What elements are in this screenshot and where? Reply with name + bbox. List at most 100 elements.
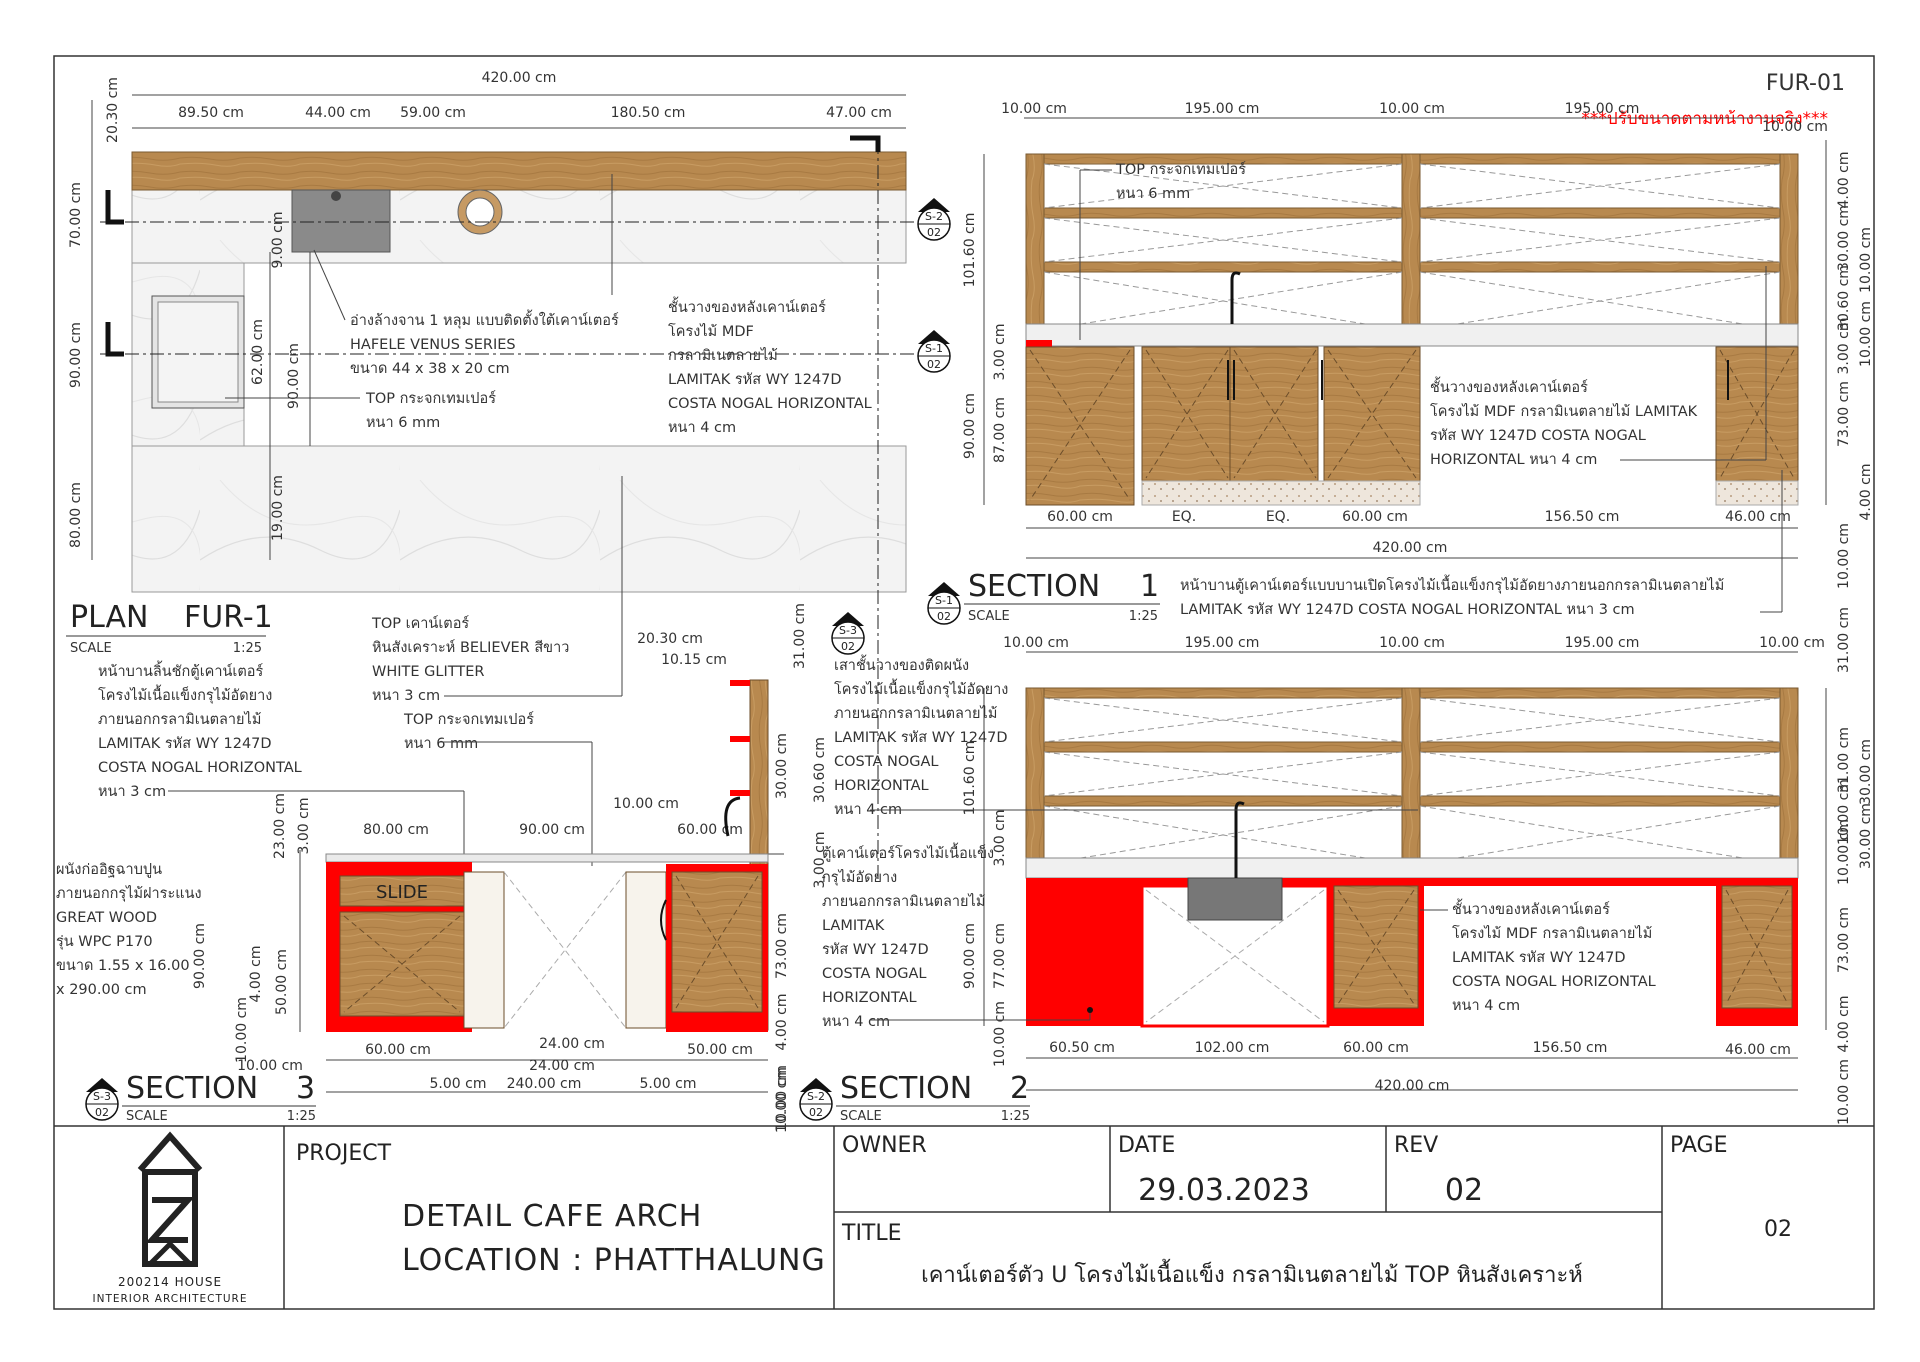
s3-dim: 24.00 cm [529, 1058, 595, 1074]
plan-drawer-note: LAMITAK รหัส WY 1247D [98, 736, 272, 752]
s2-shelf-note: หนา 4 cm [1452, 998, 1520, 1014]
s1-dim: 87.00 cm [992, 397, 1008, 463]
s1-dim: 30.00 cm [1836, 205, 1852, 271]
s2-dim: 4.00 cm [1836, 996, 1852, 1053]
s3-dim: 240.00 cm [507, 1076, 582, 1092]
s1-dim: 30.60 cm [1836, 265, 1852, 331]
plan-shelf-note: ชั้นวางของหลังเคาน์เตอร์ [668, 296, 826, 316]
s1-dim: EQ. [1172, 509, 1196, 525]
section-3-view: 20.30 cm 10.15 cm 31.00 cm 80.00 cm 90.0… [56, 603, 828, 1133]
plan-dim: 47.00 cm [826, 105, 892, 121]
s3-wall-note: GREAT WOOD [56, 910, 157, 926]
s2-dim: 60.50 cm [1049, 1040, 1115, 1056]
s1-title-no: 1 [1140, 569, 1159, 604]
svg-text:S-2: S-2 [925, 210, 943, 223]
logo-line2: INTERIOR ARCHITECTURE [93, 1293, 248, 1305]
s2-dim: 31.00 cm [1836, 727, 1852, 793]
s1-dim: EQ. [1266, 509, 1290, 525]
s3-scale-label: SCALE [126, 1109, 168, 1124]
project-line1: DETAIL CAFE ARCH [402, 1199, 702, 1234]
s1-scale-label: SCALE [968, 609, 1010, 624]
s2-post-note: LAMITAK รหัส WY 1247D [834, 730, 1008, 746]
plan-glass-note-2: หนา 6 mm [404, 736, 478, 752]
s2-post-note: ภายนอกกรลามิเนตลายไม้ [834, 704, 997, 722]
s2-dim: 102.00 cm [1195, 1040, 1270, 1056]
s1-dim: 31.00 cm [1836, 607, 1852, 673]
s3-dim: 10.00 cm [774, 1067, 790, 1133]
s2-dim: 101.60 cm [962, 741, 978, 816]
s3-dim: 60.00 cm [677, 822, 743, 838]
plan-drawer-note: COSTA NOGAL HORIZONTAL [98, 760, 302, 776]
s1-dim: 195.00 cm [1185, 101, 1260, 117]
plan-dim: 80.00 cm [68, 482, 84, 548]
s1-door-note: หน้าบานตู้เคาน์เตอร์แบบบานเปิดโครงไม้เนื… [1180, 574, 1724, 594]
s3-dim: 80.00 cm [363, 822, 429, 838]
plan-dim: 89.50 cm [178, 105, 244, 121]
s2-cab-note: กรุไม้อัดยาง [822, 868, 897, 886]
s3-wall-note: รุ่น WPC P170 [56, 934, 153, 950]
s2-dim: 10.00 cm [1836, 779, 1852, 845]
s3-dim: 73.00 cm [774, 913, 790, 979]
s2-post-note: เสาชั้นวางของติดผนัง [834, 654, 969, 674]
s2-shelf-note: LAMITAK รหัส WY 1247D [1452, 950, 1626, 966]
plan-sink-note: ขนาด 44 x 38 x 20 cm [350, 361, 510, 377]
svg-text:S-3: S-3 [93, 1090, 111, 1103]
plan-drawer-note: หน้าบานลิ้นชักตู้เคาน์เตอร์ [98, 660, 263, 680]
plan-scale-value: 1:25 [233, 641, 262, 656]
s2-dim: 77.00 cm [992, 923, 1008, 989]
s1-dim: 60.00 cm [1047, 509, 1113, 525]
plan-shelf-note: หนา 4 cm [668, 420, 736, 436]
s3-dim: 60.00 cm [365, 1042, 431, 1058]
s1-dim: 10.00 cm [1836, 523, 1852, 589]
s1-shelf-note: ชั้นวางของหลังเคาน์เตอร์ [1430, 376, 1588, 396]
s2-dim: 30.00 cm [1858, 803, 1874, 869]
section-2-marker[interactable]: S-2 02 [799, 1078, 833, 1121]
s1-dim: 10.00 cm [1858, 301, 1874, 367]
s1-dim: 3.00 cm [992, 324, 1008, 381]
title-block: 200214 HOUSE INTERIOR ARCHITECTURE PROJE… [54, 1125, 1874, 1309]
section-3-marker[interactable]: S-3 02 [85, 1078, 119, 1121]
s1-dim: 195.00 cm [1565, 101, 1640, 117]
plan-glass-note-2: TOP กระจกเทมเปอร์ [403, 711, 534, 728]
project-line2: LOCATION : PHATTHALUNG [402, 1243, 826, 1278]
s2-scale-value: 1:25 [1001, 1109, 1030, 1124]
s3-scale-value: 1:25 [287, 1109, 316, 1124]
s2-dim: 10.00 cm [1379, 635, 1445, 651]
section-marker-s2[interactable]: S-2 02 [917, 198, 951, 241]
s3-wall-note: x 290.00 cm [56, 982, 147, 998]
plan-dim: 20.30 cm [105, 77, 121, 143]
rev-label: REV [1394, 1133, 1438, 1158]
section-marker-s1[interactable]: S-1 02 [917, 330, 951, 373]
plan-view: 420.00 cm 89.50 cm 44.00 cm 59.00 cm 180… [66, 70, 951, 890]
plan-shelf-note: COSTA NOGAL HORIZONTAL [668, 396, 872, 412]
s2-dim: 10.00 cm [1836, 1059, 1852, 1125]
section-marker-s3[interactable]: S-3 02 [831, 612, 865, 655]
sheet-border [53, 55, 1875, 1310]
section-1-view: 10.00 cm 195.00 cm 10.00 cm 195.00 cm 10… [927, 101, 1874, 673]
s3-dim: 24.00 cm [539, 1036, 605, 1052]
plan-drawer-note: หนา 3 cm [98, 784, 166, 800]
s3-dim: 3.00 cm [812, 832, 828, 889]
s2-dim: 195.00 cm [1185, 635, 1260, 651]
s3-dim: 50.00 cm [274, 949, 290, 1015]
s2-cab-note: COSTA NOGAL [822, 966, 927, 982]
svg-text:S-1: S-1 [935, 594, 953, 607]
s3-dim: 10.00 cm [774, 1065, 790, 1131]
plan-top-note: หินสังเคราะห์ BELIEVER สีขาว [372, 639, 569, 656]
s1-dim: 10.00 cm [1001, 101, 1067, 117]
s2-dim: 73.00 cm [1836, 907, 1852, 973]
svg-text:02: 02 [95, 1106, 109, 1119]
svg-text:02: 02 [809, 1106, 823, 1119]
s1-door-note: LAMITAK รหัส WY 1247D COSTA NOGAL HORIZO… [1180, 602, 1635, 618]
plan-glass-note: หนา 6 mm [366, 415, 440, 431]
plan-title-code: FUR-1 [184, 600, 273, 635]
section-1-marker[interactable]: S-1 02 [927, 582, 961, 625]
plan-dim: 62.00 cm [250, 319, 266, 385]
s3-slide-label: SLIDE [376, 882, 428, 903]
s1-dim: 60.00 cm [1342, 509, 1408, 525]
s2-post-note: COSTA NOGAL [834, 754, 939, 770]
s3-dim: 90.00 cm [519, 822, 585, 838]
s1-shelf-note: HORIZONTAL หนา 4 cm [1430, 452, 1597, 468]
